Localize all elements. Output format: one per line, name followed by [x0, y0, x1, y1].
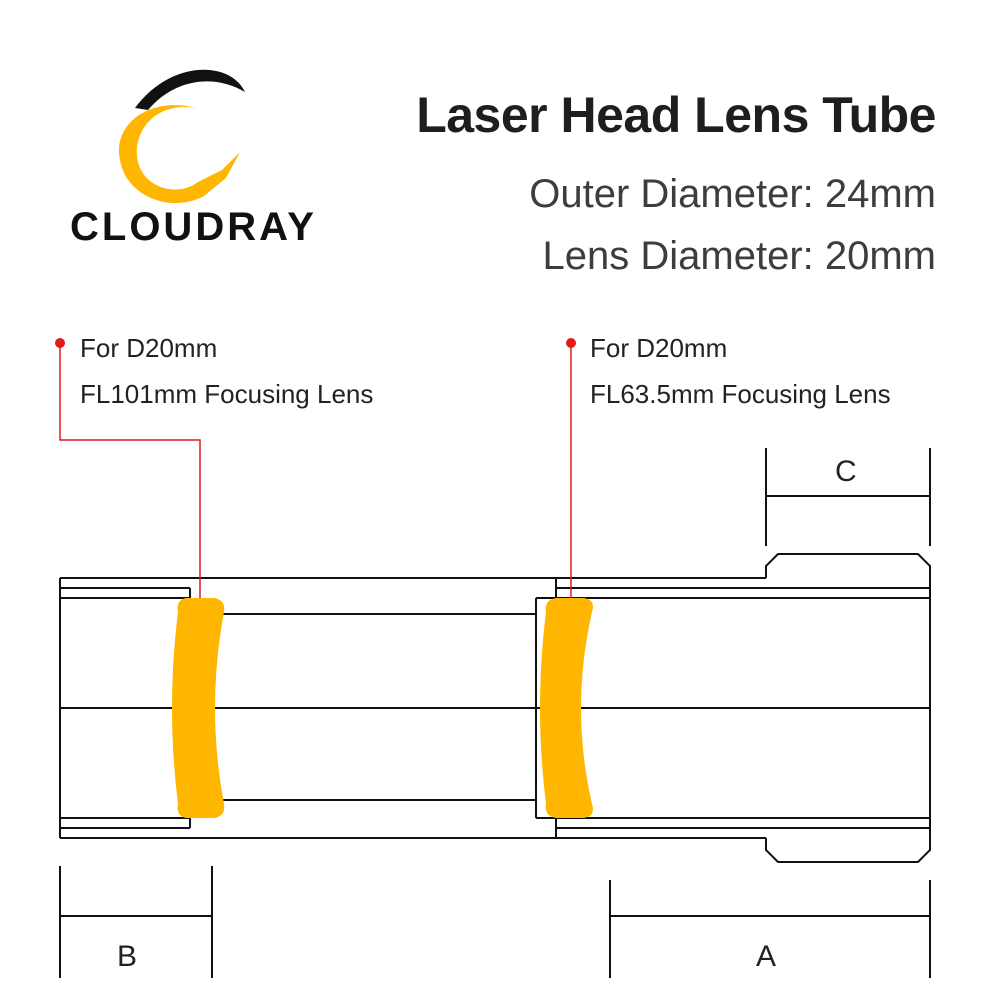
- cloudray-logo-icon: [118, 69, 245, 204]
- lens-right: [540, 598, 593, 818]
- callout-left: For D20mm FL101mm Focusing Lens: [80, 325, 373, 417]
- callout-right-line2: FL63.5mm Focusing Lens: [590, 379, 891, 409]
- tube-body: [59, 553, 931, 863]
- page-title: Laser Head Lens Tube: [416, 87, 936, 143]
- dimension-a-line: [609, 880, 931, 978]
- leader-left: [55, 338, 201, 598]
- callout-left-line2: FL101mm Focusing Lens: [80, 379, 374, 409]
- dimension-a-label: A: [756, 940, 777, 973]
- lens-left: [172, 598, 225, 818]
- spec-outer-diameter: Outer Diameter: 24mm: [529, 172, 936, 216]
- dimension-b-label: B: [117, 940, 138, 973]
- dimension-c-label: C: [835, 455, 857, 488]
- leader-right: [566, 338, 576, 598]
- callout-left-line1: For D20mm: [80, 333, 218, 363]
- spec-lens-diameter: Lens Diameter: 20mm: [542, 234, 936, 278]
- callout-right-line1: For D20mm: [590, 333, 728, 363]
- callout-right: For D20mm FL63.5mm Focusing Lens: [590, 325, 891, 417]
- brand-name: CLOUDRAY: [70, 205, 317, 249]
- dimension-b-line: [59, 866, 213, 978]
- dimension-c-line: [765, 448, 931, 546]
